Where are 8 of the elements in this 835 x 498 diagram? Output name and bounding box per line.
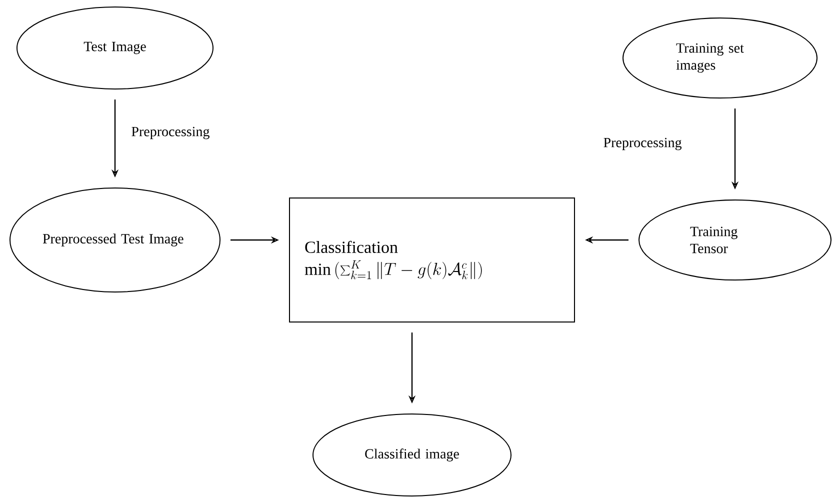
edge-label: Preprocessing (604, 138, 682, 150)
ellipse-node: Test Image (16, 6, 214, 90)
classification-box: Classification $\min\,(\sum_{k=1}^{K}\|T-g(k)\mathcal{A}_k^c\|)$ (289, 198, 575, 322)
edge-label: Preprocessing (132, 126, 210, 140)
ellipse-node: Training Tensor (638, 200, 832, 280)
ellipse-node: Classified image (312, 414, 512, 496)
ellipse-node: Training set images (622, 18, 818, 98)
ellipse-node: Preprocessed Test Image (10, 188, 220, 292)
